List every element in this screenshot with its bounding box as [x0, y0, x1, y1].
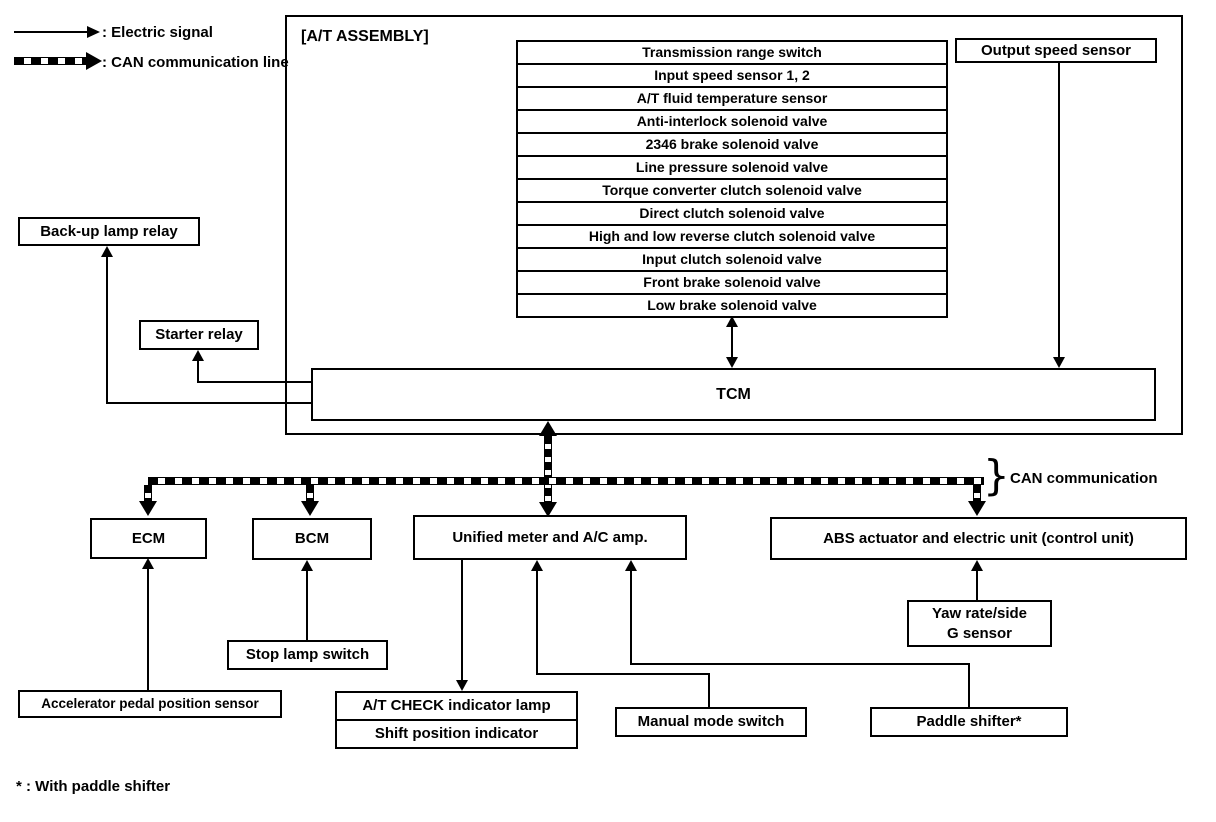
at-check-indicator-row: A/T CHECK indicator lamp: [335, 691, 578, 721]
can-tcm-vertical-line: [544, 436, 552, 502]
at-assembly-title: [A/T ASSEMBLY]: [301, 28, 429, 45]
component-row: Front brake solenoid valve: [516, 270, 948, 295]
unified-meter-label: Unified meter and A/C amp.: [452, 528, 648, 546]
yaw-arrowhead-icon: [971, 560, 983, 571]
paddle-arrowhead-icon: [625, 560, 637, 571]
stop-lamp-switch-box: Stop lamp switch: [227, 640, 388, 670]
connector-stop-lamp-line: [306, 568, 308, 640]
electric-signal-arrowhead-icon: [87, 26, 100, 38]
paddle-shifter-box: Paddle shifter*: [870, 707, 1068, 737]
output-speed-sensor-label: Output speed sensor: [980, 41, 1132, 59]
component-row: High and low reverse clutch solenoid val…: [516, 224, 948, 249]
list-tcm-down-arrowhead-icon: [726, 357, 738, 368]
connector-backup-relay-hline: [106, 402, 313, 404]
legend-electric-label: : Electric signal: [102, 24, 213, 41]
yaw-sensor-box: Yaw rate/side G sensor: [907, 600, 1052, 647]
legend-can-label: : CAN communication line: [102, 54, 289, 71]
ecm-label: ECM: [131, 529, 166, 547]
stop-lamp-arrowhead-icon: [301, 560, 313, 571]
manual-mode-switch-label: Manual mode switch: [637, 713, 785, 730]
can-legend-arrowhead-icon: [86, 52, 102, 70]
manual-mode-arrowhead-icon: [531, 560, 543, 571]
component-row: Anti-interlock solenoid valve: [516, 109, 948, 134]
can-ecm-drop-line: [144, 485, 152, 501]
connector-output-sensor-line: [1058, 63, 1060, 359]
tcm-box: TCM: [311, 368, 1156, 421]
connector-backup-relay-vline: [106, 254, 108, 404]
connector-yaw-line: [976, 568, 978, 600]
connector-list-tcm-line: [731, 324, 733, 362]
backup-lamp-relay-box: Back-up lamp relay: [18, 217, 200, 246]
at-check-indicator-box: A/T CHECK indicator lamp Shift position …: [335, 691, 578, 749]
connector-accelerator-line: [147, 566, 149, 690]
connector-manual-mode-vline2: [536, 568, 538, 675]
output-sensor-arrowhead-icon: [1053, 357, 1065, 368]
can-bcm-arrowhead-icon: [301, 501, 319, 516]
can-bcm-drop-line: [306, 485, 314, 501]
yaw-sensor-label-line2: G sensor: [946, 624, 1013, 642]
backup-lamp-relay-label: Back-up lamp relay: [40, 222, 178, 240]
electric-signal-arrow-line: [14, 31, 88, 33]
can-unified-down-arrowhead-icon: [539, 502, 557, 517]
connector-manual-mode-vline: [708, 674, 710, 707]
ecm-box: ECM: [90, 518, 207, 559]
can-abs-drop-line: [973, 485, 981, 501]
can-tcm-up-arrowhead-icon: [539, 421, 557, 436]
component-row: Transmission range switch: [516, 40, 948, 65]
connector-manual-mode-hline: [537, 673, 710, 675]
can-line-legend-sample: [14, 57, 86, 65]
can-ecm-arrowhead-icon: [139, 501, 157, 516]
component-row: 2346 brake solenoid valve: [516, 132, 948, 157]
connector-starter-relay-hline: [197, 381, 313, 383]
connector-paddle-vline2: [630, 568, 632, 665]
connector-paddle-hline: [631, 663, 970, 665]
tcm-label: TCM: [716, 385, 751, 403]
connector-paddle-vline: [968, 664, 970, 707]
at-assembly-box: [285, 15, 1183, 435]
output-speed-sensor-box: Output speed sensor: [955, 38, 1157, 63]
yaw-sensor-label-line1: Yaw rate/side: [931, 604, 1028, 622]
bcm-label: BCM: [294, 530, 330, 547]
component-row: Input speed sensor 1, 2: [516, 63, 948, 88]
connector-starter-relay-vline: [197, 358, 199, 383]
component-row: A/T fluid temperature sensor: [516, 86, 948, 111]
component-row: Torque converter clutch solenoid valve: [516, 178, 948, 203]
stop-lamp-switch-label: Stop lamp switch: [245, 646, 370, 663]
can-communication-label: CAN communication: [1010, 470, 1158, 487]
backup-relay-arrowhead-icon: [101, 246, 113, 257]
at-check-arrowhead-icon: [456, 680, 468, 691]
starter-relay-arrowhead-icon: [192, 350, 204, 361]
component-row: Input clutch solenoid valve: [516, 247, 948, 272]
manual-mode-switch-box: Manual mode switch: [615, 707, 807, 737]
component-row: Direct clutch solenoid valve: [516, 201, 948, 226]
list-tcm-up-arrowhead-icon: [726, 316, 738, 327]
unified-meter-box: Unified meter and A/C amp.: [413, 515, 687, 560]
accelerator-pedal-sensor-box: Accelerator pedal position sensor: [18, 690, 282, 718]
paddle-shifter-label: Paddle shifter*: [916, 713, 1022, 730]
connector-at-check-line: [461, 560, 463, 682]
can-brace: }: [983, 451, 1010, 500]
abs-box: ABS actuator and electric unit (control …: [770, 517, 1187, 560]
bcm-box: BCM: [252, 518, 372, 560]
abs-label: ABS actuator and electric unit (control …: [823, 529, 1134, 547]
component-row: Low brake solenoid valve: [516, 293, 948, 318]
accelerator-pedal-sensor-label: Accelerator pedal position sensor: [41, 695, 259, 711]
starter-relay-label: Starter relay: [155, 326, 243, 343]
component-row: Line pressure solenoid valve: [516, 155, 948, 180]
shift-position-indicator-row: Shift position indicator: [335, 719, 578, 749]
footnote: * : With paddle shifter: [16, 778, 171, 795]
starter-relay-box: Starter relay: [139, 320, 259, 350]
can-abs-arrowhead-icon: [968, 501, 986, 516]
can-bus-line: [148, 477, 984, 485]
accelerator-arrowhead-icon: [142, 558, 154, 569]
